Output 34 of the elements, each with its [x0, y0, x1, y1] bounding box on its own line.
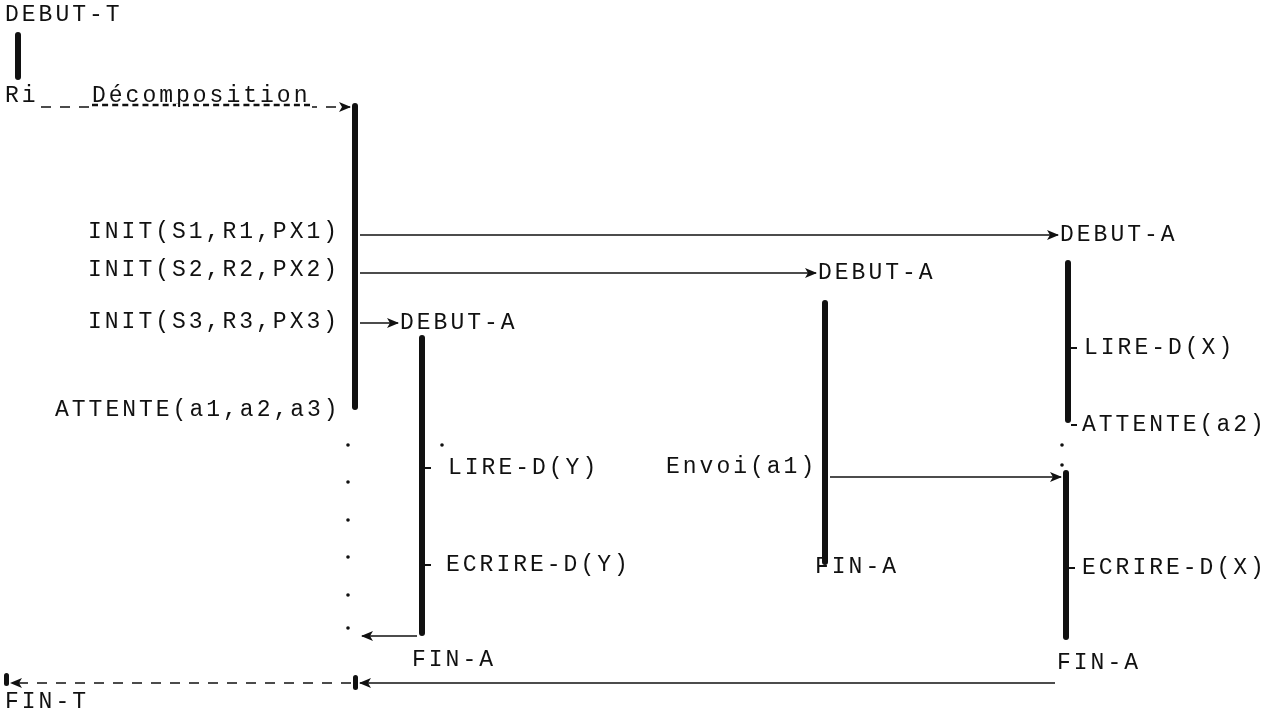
- arrow: [359, 230, 1059, 240]
- event-label: DEBUT-A: [400, 311, 518, 335]
- timeline-bar: [3, 673, 9, 686]
- event-label: Envoi(a1): [666, 455, 818, 479]
- timeline-bar: [352, 103, 358, 410]
- event-label: INIT(S2,R2,PX2): [88, 258, 341, 282]
- event-label: FIN-T: [5, 690, 89, 714]
- event-label: ECRIRE-D(Y): [446, 553, 631, 577]
- event-label: FIN-A: [412, 648, 496, 672]
- event-label: FIN-A: [1057, 651, 1141, 675]
- event-label: Ri: [5, 84, 39, 108]
- timeline-bar: [1065, 260, 1071, 423]
- arrow: [10, 678, 352, 688]
- timeline-bar: [1063, 470, 1069, 640]
- event-label: DEBUT-T: [5, 3, 123, 27]
- event-label: LIRE-D(X): [1084, 336, 1236, 360]
- event-label: LIRE-D(Y): [448, 456, 600, 480]
- arrow: [829, 472, 1062, 482]
- event-label: ECRIRE-D(X): [1082, 556, 1267, 580]
- arrow: [359, 268, 817, 278]
- event-label: ATTENTE(a2): [1082, 413, 1267, 437]
- event-label: FIN-A: [815, 555, 899, 579]
- event-label: INIT(S1,R1,PX1): [88, 220, 341, 244]
- timeline-bar: [419, 335, 425, 636]
- event-label: DEBUT-A: [1060, 223, 1178, 247]
- arrow: [359, 678, 1056, 688]
- event-label: INIT(S3,R3,PX3): [88, 310, 341, 334]
- event-label: DEBUT-A: [818, 261, 936, 285]
- arrow: [361, 631, 418, 641]
- edge-label: Décomposition: [90, 84, 313, 108]
- event-label: ATTENTE(a1,a2,a3): [55, 398, 341, 422]
- timeline-bar: [15, 32, 21, 80]
- arrow: [359, 318, 399, 328]
- timeline-bar: [352, 675, 358, 690]
